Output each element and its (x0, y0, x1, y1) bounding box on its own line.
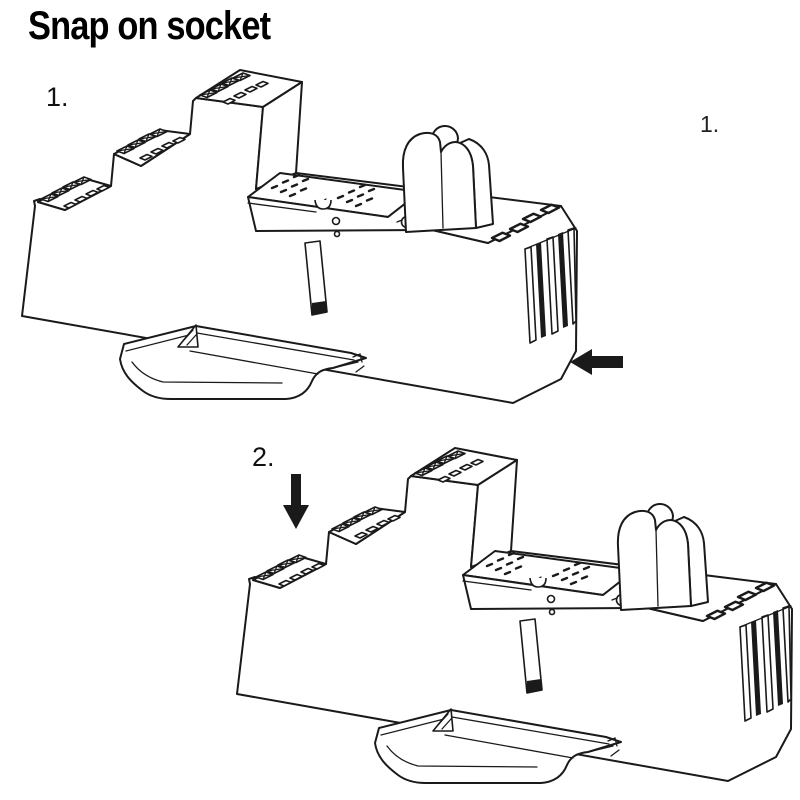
insert-direction-left-arrow (570, 349, 623, 375)
step-2-label: 2. (252, 442, 275, 472)
figure-step-2: 2. (237, 442, 792, 784)
step-1-side-label: 1. (700, 111, 719, 137)
page-title: Snap on socket (28, 4, 271, 48)
figure-step-1: 1. 1. (22, 70, 719, 403)
step-1-label: 1. (46, 82, 69, 112)
press-down-arrow (283, 474, 309, 529)
